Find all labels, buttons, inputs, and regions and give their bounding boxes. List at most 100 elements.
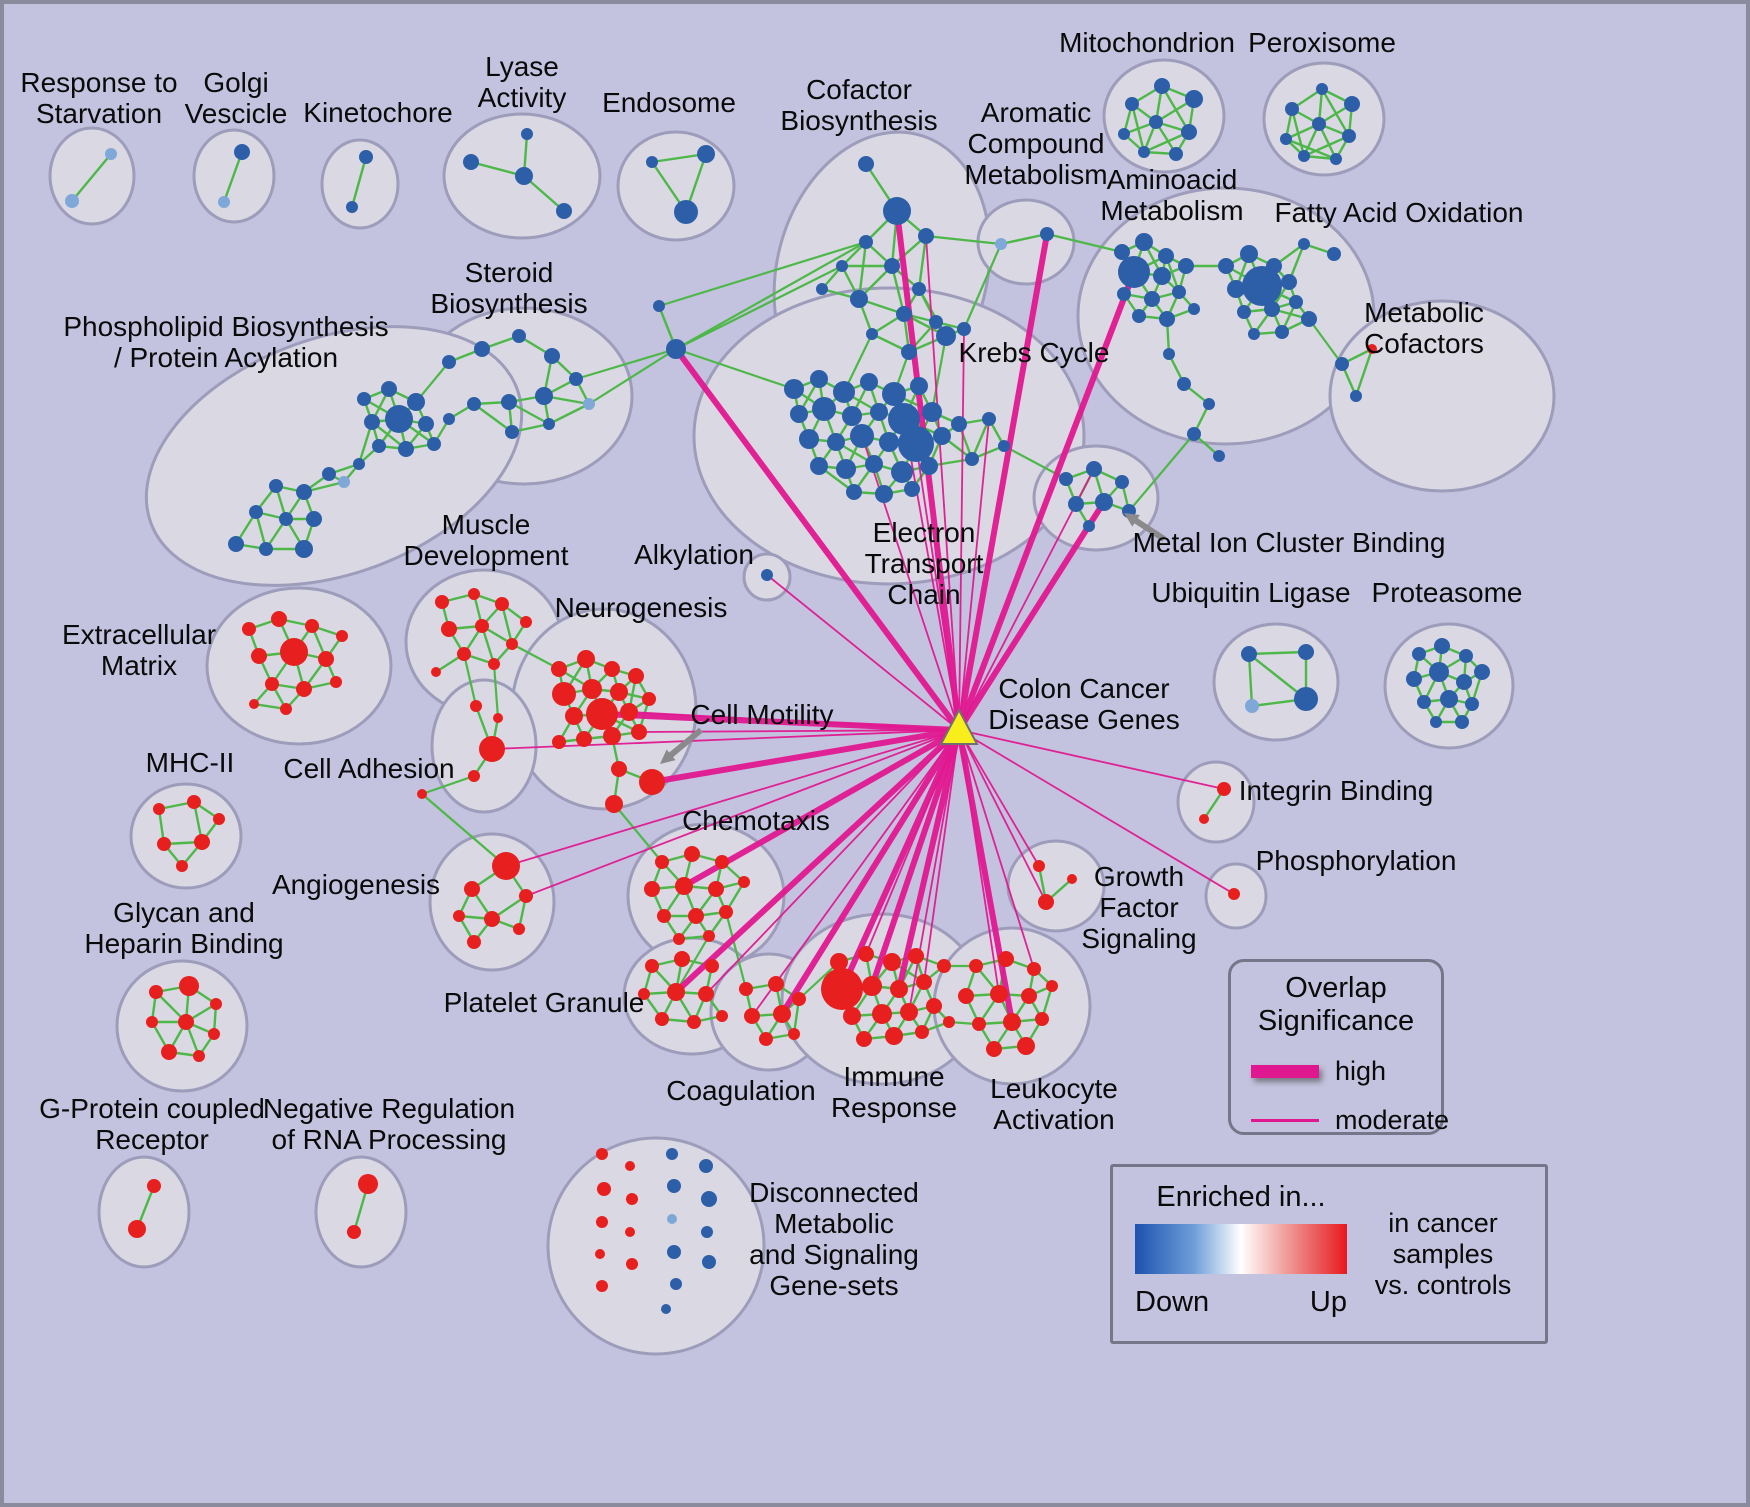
green-edge-mitochondrion xyxy=(1143,130,1190,154)
node-phospholipid-biosynthesis-10 xyxy=(322,467,336,481)
green-interlink-17 xyxy=(511,643,560,670)
node-extracellular-matrix-1 xyxy=(271,611,287,627)
green-interlink-23 xyxy=(724,911,748,990)
cluster-label-disconnected-gene-sets: and Signaling xyxy=(749,1239,919,1270)
node-aminoacid-metabolism-17 xyxy=(1281,274,1297,290)
cluster-label-negative-regulation-rna-processing: Negative Regulation xyxy=(263,1093,515,1124)
overlap-edge-moderate-14 xyxy=(766,574,960,731)
node-aminoacid-metabolism-26 xyxy=(1163,348,1175,360)
cluster-ellipse-phospholipid-biosynthesis xyxy=(144,325,524,587)
node-cofactor-biosynthesis-11 xyxy=(901,344,917,360)
node-coagulation-6 xyxy=(788,1028,800,1040)
node-steroid-biosynthesis-11 xyxy=(583,398,595,410)
overlap-edge-high-9 xyxy=(869,729,962,987)
node-chemotaxis-11 xyxy=(703,930,715,942)
node-phosphorylation-0 xyxy=(1228,888,1240,900)
node-disconnected-gene-sets-0 xyxy=(596,1148,608,1160)
node-aminoacid-metabolism-5 xyxy=(1178,258,1194,274)
legend-enrichment-title: Enriched in... xyxy=(1156,1181,1326,1213)
node-integrin-binding-1 xyxy=(1199,814,1209,824)
cluster-label-steroid-biosynthesis: Biosynthesis xyxy=(430,288,587,319)
cluster-label-metal-ion-cluster-binding: Metal Ion Cluster Binding xyxy=(1133,527,1446,558)
node-muscle-development-0 xyxy=(435,595,449,609)
cluster-ellipse-mhc-ii xyxy=(129,782,243,890)
node-disconnected-gene-sets-2 xyxy=(596,1216,608,1228)
node-endosome-1 xyxy=(697,145,715,163)
green-interlink-0 xyxy=(575,347,677,381)
node-muscle-development-1 xyxy=(468,588,480,600)
legend-enrichment: Enriched in... Down Up in cancer samples… xyxy=(1110,1164,1548,1344)
overlap-edge-moderate-25 xyxy=(628,711,960,731)
node-proteasome-4 xyxy=(1406,671,1422,687)
node-metabolic-cofactors-1 xyxy=(1367,344,1377,354)
node-proteasome-8 xyxy=(1440,690,1458,708)
node-cofactor-biosynthesis-4 xyxy=(836,260,848,272)
node-electron-transport-chain-5 xyxy=(910,377,928,395)
green-edge-kinetochore xyxy=(350,156,368,208)
node-muscle-development-4 xyxy=(441,621,457,637)
cluster-label-electron-transport-chain: Chain xyxy=(887,579,960,610)
cluster-label-electron-transport-chain: Transport xyxy=(865,548,984,579)
node-proteasome-10 xyxy=(1430,716,1442,728)
node-mhc-ii-3 xyxy=(157,837,171,851)
node-mitochondrion-6 xyxy=(1138,146,1150,158)
node-platelet-granule-4 xyxy=(667,983,685,1001)
green-interlink-20 xyxy=(421,774,475,796)
node-ubiquitin-ligase-3 xyxy=(1294,687,1318,711)
node-mitochondrion-2 xyxy=(1185,90,1203,108)
node-muscle-development-8 xyxy=(488,658,500,670)
green-interlink-8 xyxy=(1046,232,1123,254)
node-glycan-heparin-binding-5 xyxy=(208,1028,220,1040)
node-leukocyte-activation-3 xyxy=(958,988,974,1004)
node-aminoacid-metabolism-25 xyxy=(1298,238,1310,250)
node-cell-adhesion-1 xyxy=(493,713,503,723)
overlap-edge-moderate-23 xyxy=(505,729,960,867)
node-platelet-granule-3 xyxy=(638,988,650,1000)
node-electron-transport-chain-3 xyxy=(860,373,878,391)
node-endosome-2 xyxy=(674,200,698,224)
node-phospholipid-biosynthesis-9 xyxy=(353,458,365,470)
up-label: Up xyxy=(1309,1286,1347,1318)
overlap-edge-high-3 xyxy=(956,270,1137,732)
cluster-label-phospholipid-biosynthesis: Phospholipid Biosynthesis xyxy=(63,311,388,342)
green-interlink-2 xyxy=(675,241,867,350)
cluster-label-cofactor-biosynthesis: Biosynthesis xyxy=(780,105,937,136)
node-phospholipid-biosynthesis-2 xyxy=(407,393,425,411)
node-mhc-ii-1 xyxy=(187,795,201,809)
cluster-label-metabolic-cofactors: Metabolic xyxy=(1364,297,1484,328)
cluster-label-extracellular-matrix: Matrix xyxy=(101,650,177,681)
node-aminoacid-metabolism-28 xyxy=(1203,398,1215,410)
node-growth-factor-signaling-1 xyxy=(1067,874,1077,884)
node-cofactor-biosynthesis-5 xyxy=(884,258,900,274)
node-neurogenesis-8 xyxy=(586,698,618,730)
node-aminoacid-metabolism-18 xyxy=(1237,305,1251,319)
node-extracellular-matrix-10 xyxy=(280,703,292,715)
cluster-label-chemotaxis: Chemotaxis xyxy=(682,805,830,836)
green-edge-cofactor-biosynthesis xyxy=(917,235,928,290)
enrichment-gradient-bar xyxy=(1135,1224,1347,1274)
node-phospholipid-biosynthesis-18 xyxy=(295,540,313,558)
cluster-label-growth-factor-signaling: Signaling xyxy=(1081,923,1196,954)
green-edge-electron-transport-chain xyxy=(970,418,991,460)
node-extracellular-matrix-9 xyxy=(330,676,342,688)
node-leukocyte-activation-10 xyxy=(986,1041,1002,1057)
node-mhc-ii-2 xyxy=(213,813,225,825)
node-mitochondrion-3 xyxy=(1118,128,1130,140)
node-disconnected-gene-sets-6 xyxy=(626,1193,638,1205)
node-aminoacid-metabolism-16 xyxy=(1242,266,1282,306)
cluster-label-krebs-cycle: Krebs Cycle xyxy=(959,337,1110,368)
node-neurogenesis-3 xyxy=(552,682,576,706)
node-chemotaxis-1 xyxy=(684,846,700,862)
node-cofactor-biosynthesis-9 xyxy=(929,315,943,329)
cluster-label-growth-factor-signaling: Factor xyxy=(1099,892,1178,923)
node-immune-response-3 xyxy=(908,948,924,964)
node-steroid-biosynthesis-10 xyxy=(543,418,555,430)
node-immune-response-9 xyxy=(843,1007,861,1025)
node-ubiquitin-ligase-1 xyxy=(1298,644,1314,660)
node-neurogenesis-5 xyxy=(610,683,628,701)
cell-motility-arrow-head xyxy=(660,749,676,764)
node-cofactor-biosynthesis-2 xyxy=(918,228,934,244)
green-interlink-4 xyxy=(675,347,795,391)
overlap-edge-moderate-37 xyxy=(751,729,960,1017)
node-disconnected-gene-sets-7 xyxy=(625,1227,635,1237)
